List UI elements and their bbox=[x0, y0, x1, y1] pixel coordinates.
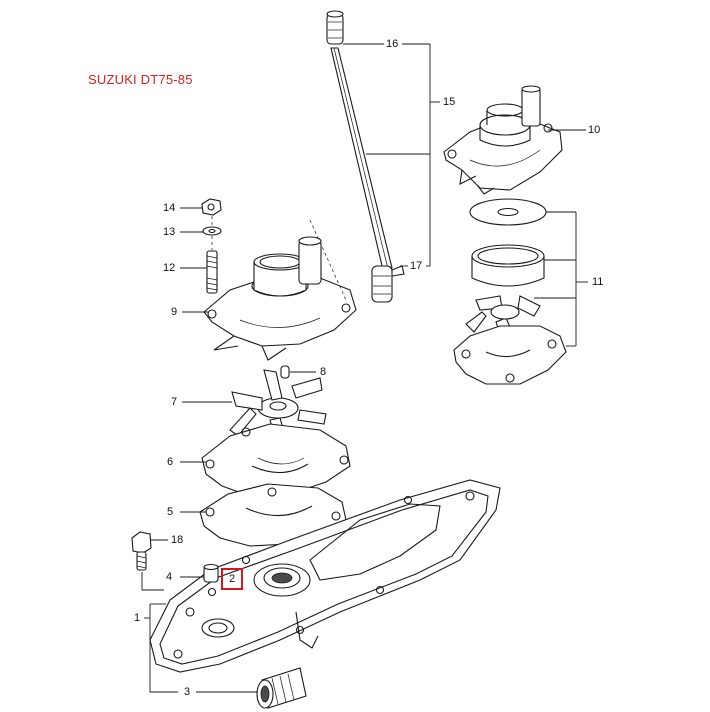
bolt-icon bbox=[131, 531, 152, 571]
washer-icon bbox=[202, 226, 222, 236]
callout-15: 15 bbox=[443, 96, 456, 108]
highlight-box bbox=[221, 568, 243, 590]
callout-3: 3 bbox=[184, 686, 191, 698]
grommet-icon bbox=[371, 265, 405, 303]
callout-12: 12 bbox=[163, 262, 176, 274]
callout-8: 8 bbox=[320, 366, 327, 378]
callout-11: 11 bbox=[592, 276, 604, 288]
stud-bolt-icon bbox=[206, 250, 218, 294]
pump-case-icon bbox=[443, 85, 563, 195]
key-icon bbox=[280, 365, 290, 379]
callout-13: 13 bbox=[163, 226, 176, 238]
pump-kit-icon bbox=[453, 198, 567, 385]
dowel-pin-icon bbox=[203, 563, 219, 583]
callout-7: 7 bbox=[171, 396, 178, 408]
callout-9: 9 bbox=[171, 306, 178, 318]
nut-icon bbox=[201, 198, 222, 216]
leader-lines bbox=[141, 43, 588, 693]
callout-6: 6 bbox=[167, 456, 174, 468]
callout-5: 5 bbox=[167, 506, 174, 518]
callout-1: 1 bbox=[134, 612, 141, 624]
callout-18: 18 bbox=[171, 534, 184, 546]
callout-14: 14 bbox=[163, 202, 176, 214]
callout-10: 10 bbox=[588, 124, 601, 136]
water-tube-icon bbox=[326, 10, 393, 271]
needle-bearing-icon bbox=[256, 667, 307, 709]
callout-16: 16 bbox=[386, 38, 399, 50]
callout-17: 17 bbox=[410, 260, 423, 272]
callout-4: 4 bbox=[166, 571, 173, 583]
callout-2: 2 bbox=[229, 573, 236, 585]
pump-case-icon bbox=[203, 236, 357, 361]
lower-case-plate-icon bbox=[149, 479, 501, 673]
model-title: SUZUKI DT75-85 bbox=[88, 72, 193, 87]
wear-plate-icon bbox=[201, 423, 351, 497]
